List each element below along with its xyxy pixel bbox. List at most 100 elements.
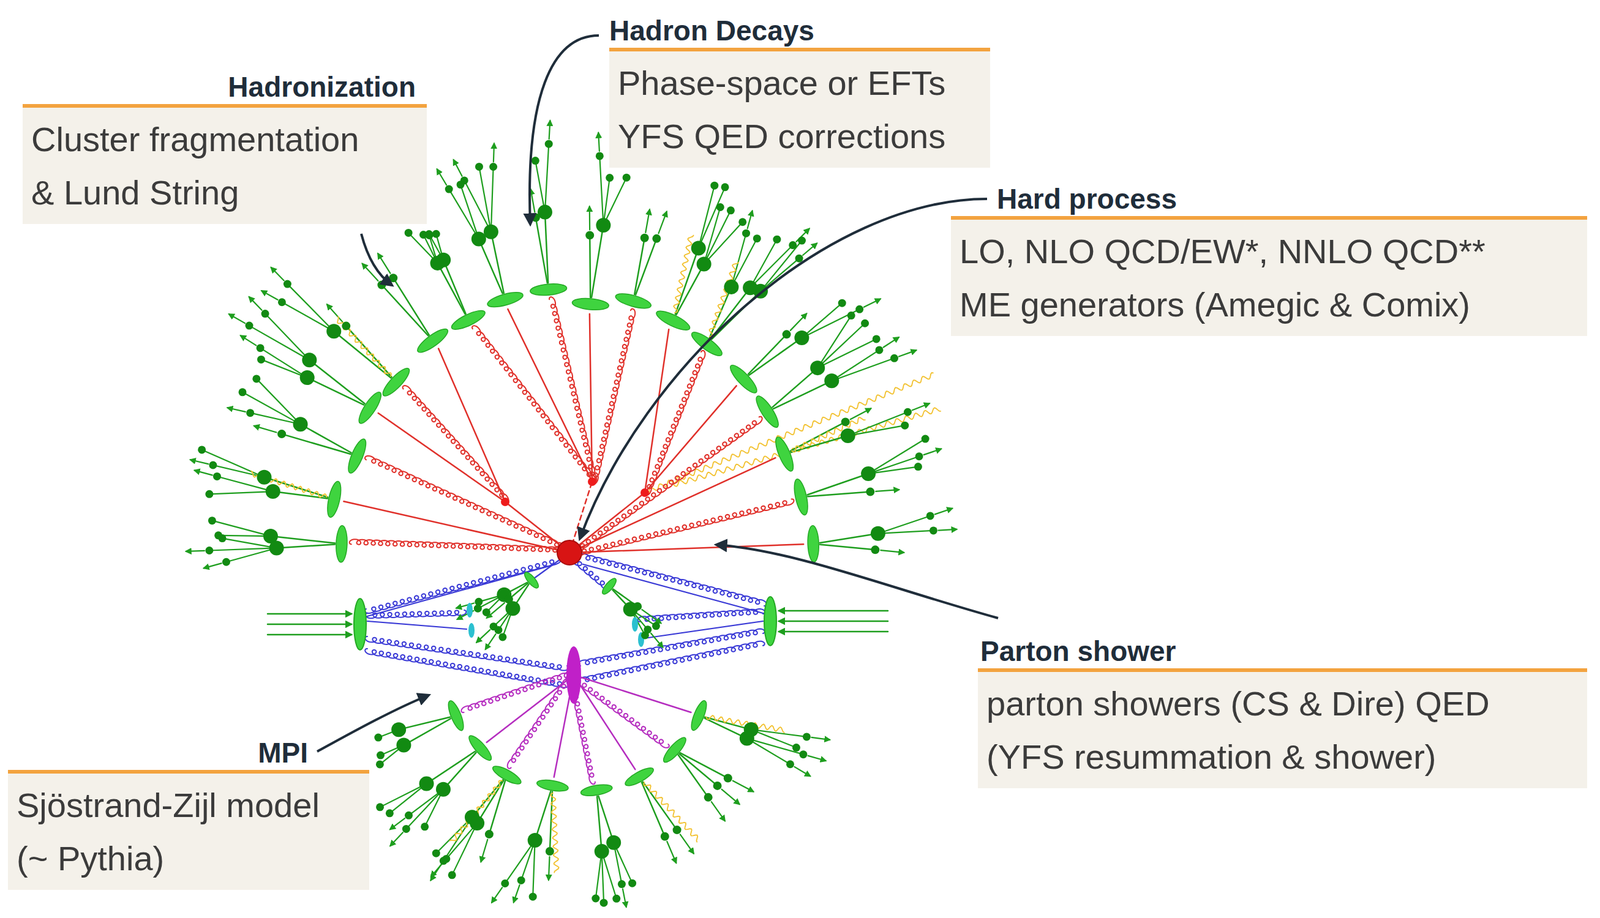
hadron-arrow	[680, 834, 694, 854]
hadron-track	[333, 331, 391, 378]
decay-product	[404, 229, 413, 237]
decay-product	[622, 173, 631, 182]
decay-product	[482, 608, 491, 617]
photon	[791, 417, 866, 452]
hadron-track	[589, 235, 591, 298]
cluster-ellipse	[335, 525, 348, 564]
hadron-track	[489, 781, 506, 835]
hadron-dot	[691, 240, 707, 256]
decay-track	[707, 210, 731, 258]
decay-product	[900, 421, 909, 430]
decay-track	[838, 358, 895, 379]
hadron-track	[748, 334, 787, 375]
proton	[764, 597, 777, 647]
hadron-track	[307, 377, 365, 405]
decay-track	[765, 240, 803, 286]
decay-track	[261, 359, 301, 375]
decay-arrow	[476, 630, 490, 643]
hadron-track	[381, 284, 429, 336]
hadron-track	[772, 368, 818, 408]
hadron-dot	[483, 224, 499, 240]
hadron-dot	[391, 722, 406, 738]
decay-track	[250, 413, 294, 424]
hadron-track	[491, 232, 504, 294]
quark-line	[367, 621, 467, 630]
hadron-track	[807, 492, 871, 498]
hadron-arrow	[377, 253, 391, 274]
hadron-track	[680, 753, 729, 779]
hadron-arrow	[548, 857, 550, 881]
decay-track	[755, 245, 793, 283]
hadron-arrow	[732, 781, 754, 793]
decay-track	[478, 166, 490, 225]
photon	[450, 780, 503, 841]
quark-line	[507, 309, 593, 482]
decay-track	[464, 180, 488, 226]
decay-product	[726, 206, 735, 215]
decay-arrow	[883, 337, 899, 348]
decay-product	[531, 156, 540, 165]
decay-arrow	[190, 459, 209, 465]
callout-box: Hadron DecaysPhase-space or EFTs YFS QED…	[609, 14, 991, 168]
decay-product	[600, 899, 609, 908]
hadron-track	[443, 753, 477, 790]
decay-arrow	[249, 296, 263, 311]
cluster-ellipse	[449, 307, 488, 334]
decay-arrow	[271, 267, 285, 281]
decay-track	[209, 548, 270, 552]
beam-line	[267, 634, 352, 637]
callout-heading: Hadronization	[22, 70, 427, 108]
leader-arrow	[317, 695, 429, 752]
callout-text: Sjöstrand-Zijl model (~ Pythia)	[7, 773, 370, 891]
callout-text: Cluster fragmentation & Lund String	[22, 107, 427, 225]
hadron-dot	[865, 488, 875, 497]
gluon	[472, 325, 596, 483]
hadron-dot	[300, 370, 315, 386]
hadron-dot	[742, 280, 758, 296]
decay-product	[442, 855, 451, 864]
decay-arrow	[186, 551, 205, 552]
decay-track	[700, 185, 715, 242]
hadron-track	[748, 338, 802, 376]
quark-line	[343, 501, 570, 553]
decay-product	[489, 162, 498, 171]
decay-product	[257, 355, 266, 364]
decay-product	[591, 895, 600, 904]
decay-product	[375, 803, 384, 812]
decay-arrow	[912, 403, 930, 411]
decay-arrow	[898, 350, 917, 357]
quark-line	[644, 385, 737, 493]
decay-product	[376, 751, 385, 760]
callout-heading: Parton shower	[977, 634, 1588, 673]
decay-product	[772, 235, 781, 244]
decay-product	[208, 461, 217, 470]
quark-line	[582, 564, 766, 615]
beam-line	[778, 631, 888, 634]
hadron-dot	[545, 847, 555, 857]
gluon	[592, 309, 635, 485]
quark-line	[589, 314, 593, 482]
decay-arrow	[549, 120, 551, 139]
hadron-dot	[810, 360, 825, 376]
decay-track	[854, 412, 909, 433]
decay-arrow	[794, 767, 811, 777]
hadron-dot	[257, 470, 272, 485]
decay-product	[529, 893, 538, 902]
decay-arrow	[863, 299, 881, 308]
decay-product	[494, 626, 503, 635]
decay-track	[599, 156, 603, 218]
beam-remnant	[468, 623, 475, 639]
decay-arrow	[513, 885, 520, 903]
decay-product	[252, 374, 261, 383]
beam-line	[267, 623, 352, 626]
decay-product	[246, 409, 255, 417]
hadron-dot	[696, 257, 712, 272]
hadron-track	[634, 238, 645, 295]
cluster-ellipse	[490, 763, 523, 788]
hadron-track	[773, 380, 832, 410]
cluster-ellipse	[445, 699, 466, 733]
hadron-dot	[824, 373, 839, 389]
hadron-dot	[870, 526, 886, 542]
hadron-dot	[723, 773, 733, 783]
decay-arrow	[485, 634, 496, 650]
